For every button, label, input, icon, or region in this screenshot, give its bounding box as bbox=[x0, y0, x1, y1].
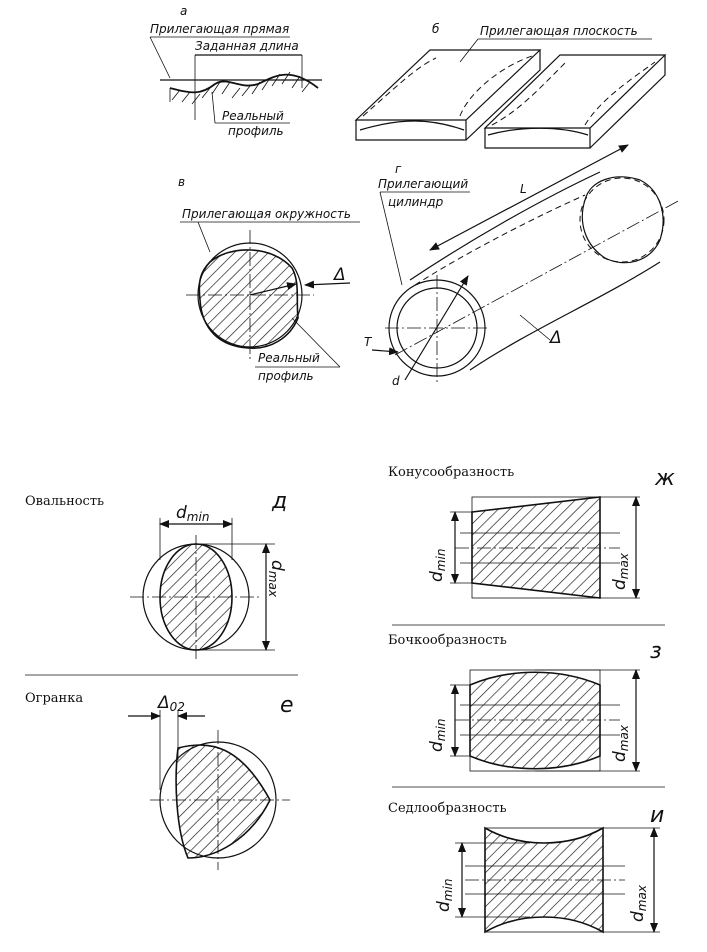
leader-line bbox=[379, 191, 403, 286]
faceting-shape bbox=[175, 744, 271, 859]
slab-1-adjacent-plane bbox=[459, 55, 533, 117]
slab-2-real-surface bbox=[487, 127, 589, 136]
panel-g-letter: г bbox=[395, 162, 402, 176]
panel-d-letter: д bbox=[271, 489, 287, 514]
slab-1-real-surface bbox=[359, 120, 465, 131]
slab-1-adjacent-plane bbox=[362, 57, 437, 117]
slab-1-side bbox=[465, 50, 541, 141]
real-profile-label-1: Реальный bbox=[258, 351, 320, 365]
leader-line bbox=[197, 221, 211, 253]
panel-a: а Прилегающая прямая Заданная длина Реал… bbox=[149, 4, 322, 138]
leader-line bbox=[519, 314, 551, 341]
panel-g: г Прилегающий цилиндр L d T Δ bbox=[364, 144, 681, 388]
dmax-label: dmax bbox=[610, 552, 631, 590]
slab-2-side bbox=[589, 55, 666, 149]
diameter-arrow bbox=[404, 275, 469, 381]
panel-a-letter: а bbox=[180, 4, 187, 18]
panel-b: б Прилегающая плоскость bbox=[354, 22, 667, 149]
taper-shape bbox=[471, 496, 601, 599]
adjacent-cylinder-label-1: Прилегающий bbox=[378, 177, 468, 191]
panel-b-letter: б bbox=[432, 22, 440, 36]
panel-v: в Прилегающая окружность Δ Реальный проф… bbox=[178, 175, 360, 383]
slab-2-adjacent-plane bbox=[584, 61, 656, 126]
leader-line bbox=[211, 91, 216, 124]
panel-i-letter: и bbox=[650, 803, 664, 828]
delta-arrow bbox=[304, 280, 351, 289]
taper-title: Конусообразность bbox=[388, 465, 514, 480]
far-end-adjacent-circle bbox=[579, 177, 665, 263]
real-profile-shape bbox=[198, 249, 299, 349]
delta-symbol: Δ bbox=[548, 328, 562, 348]
adjacent-cylinder-label-2: цилиндр bbox=[388, 195, 444, 209]
barrel-shape bbox=[469, 671, 601, 770]
ovality-title: Овальность bbox=[25, 494, 104, 509]
adjacent-line-label: Прилегающая прямая bbox=[150, 22, 289, 36]
leader-line bbox=[291, 317, 341, 368]
slab-2-adjacent-plane bbox=[491, 61, 567, 126]
T-arrow bbox=[371, 347, 399, 356]
dmin-label: dmin bbox=[176, 503, 209, 524]
real-profile-label-2: профиль bbox=[258, 369, 314, 383]
dmax-label: dmax bbox=[628, 884, 649, 922]
adjacent-plane-label: Прилегающая плоскость bbox=[480, 24, 638, 38]
barrel-title: Бочкообразность bbox=[388, 633, 507, 648]
dmin-label: dmin bbox=[427, 719, 448, 752]
T-label: T bbox=[364, 335, 373, 349]
radius-arrow bbox=[249, 282, 297, 296]
cylinder-bottom-edge bbox=[469, 261, 661, 371]
delta-02-label: Δ02 bbox=[156, 693, 185, 714]
far-end-real-profile bbox=[581, 176, 664, 264]
real-profile-label-1: Реальный bbox=[222, 109, 284, 123]
adjacent-cylinder-edge bbox=[414, 194, 586, 286]
panel-zh-letter: ж bbox=[654, 466, 675, 491]
cylinder-top-edge bbox=[409, 171, 601, 281]
material-hatching bbox=[169, 71, 311, 105]
slab-1-front bbox=[355, 120, 467, 141]
slab-2-top bbox=[483, 54, 667, 129]
delta-symbol: Δ bbox=[332, 265, 346, 285]
slab-1-top bbox=[354, 49, 542, 121]
d-label: d bbox=[392, 374, 400, 388]
panel-z-letter: з bbox=[650, 639, 662, 664]
panel-zh: Конусообразность ж dmin dmax bbox=[388, 465, 675, 599]
panel-z: Бочкообразность з dmin dmax bbox=[388, 633, 662, 772]
cylinder-axis bbox=[394, 199, 681, 356]
length-dimension bbox=[429, 144, 629, 251]
panel-d: Овальность д dmin dmax bbox=[25, 489, 287, 660]
dmax-label: dmax bbox=[610, 724, 631, 762]
panel-e: Огранка е Δ02 bbox=[25, 691, 294, 870]
dmin-label: dmin bbox=[434, 879, 455, 912]
dmin-label: dmin bbox=[427, 549, 448, 582]
L-label: L bbox=[520, 182, 527, 196]
real-profile-label-2: профиль bbox=[228, 124, 284, 138]
panel-v-letter: в bbox=[178, 175, 185, 189]
faceting-title: Огранка bbox=[25, 691, 83, 706]
panel-e-letter: е bbox=[280, 693, 294, 718]
given-length-label: Заданная длина bbox=[195, 39, 299, 53]
saddle-title: Седлообразность bbox=[388, 801, 507, 816]
real-profile-curve bbox=[169, 73, 319, 94]
leader-line bbox=[149, 36, 171, 79]
adjacent-circle-label: Прилегающая окружность bbox=[182, 207, 351, 221]
dmax-label: dmax bbox=[266, 560, 287, 598]
panel-i: Седлообразность и dmin dmax bbox=[388, 801, 664, 934]
